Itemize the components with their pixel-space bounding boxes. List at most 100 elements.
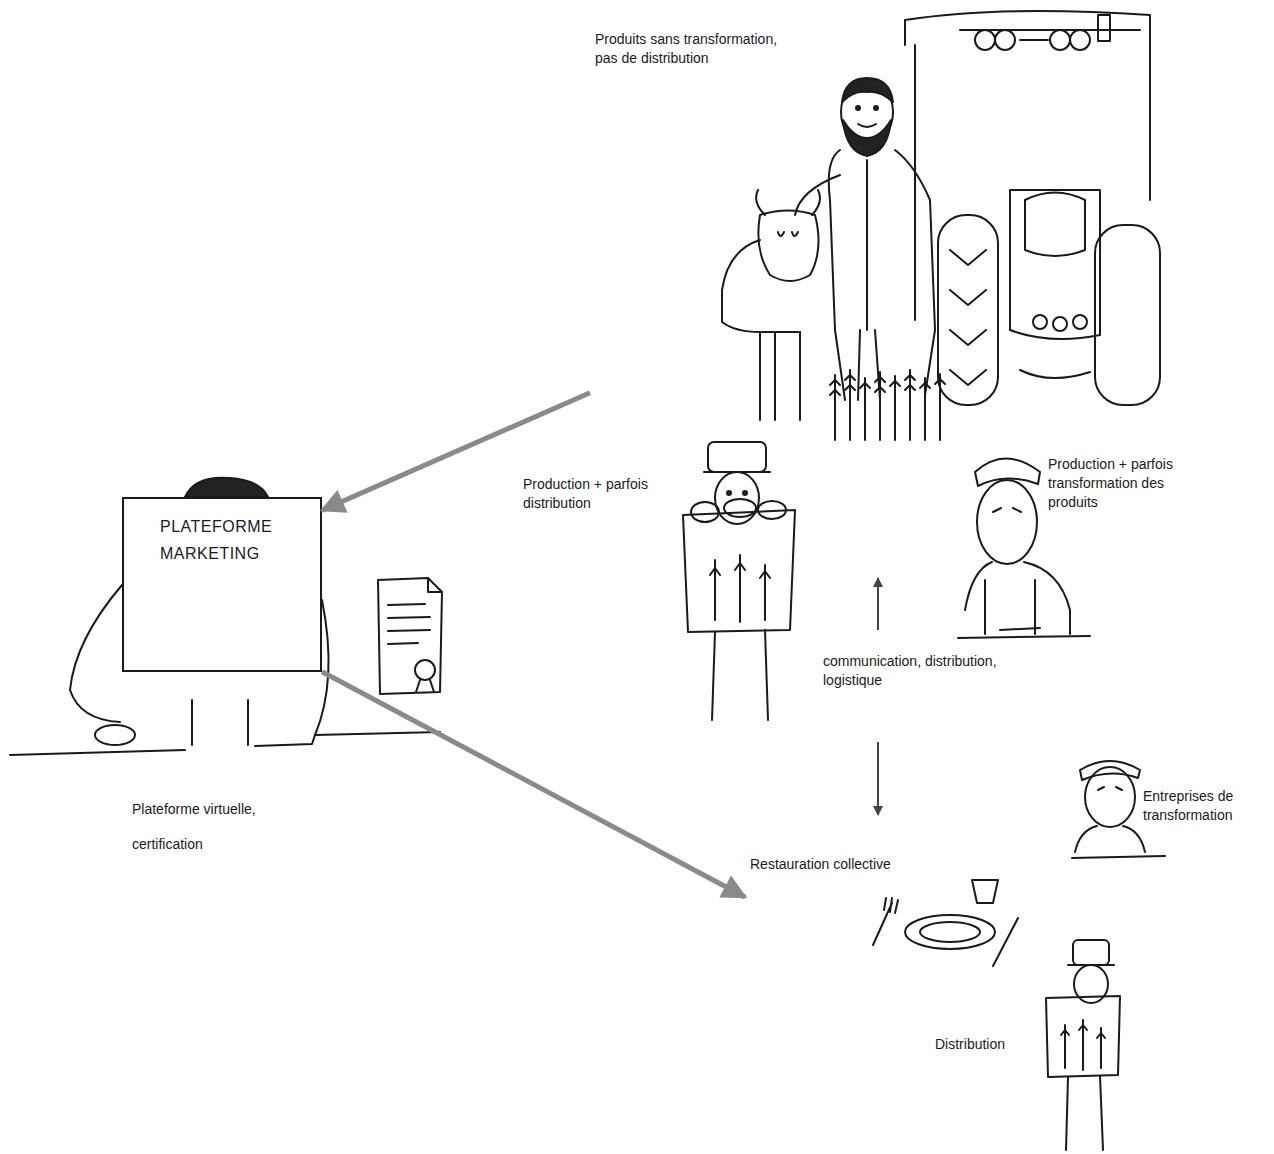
farmer-body (829, 150, 935, 400)
worker-head (1085, 767, 1135, 827)
farmer-eye (874, 106, 878, 110)
flow-arrow (322, 393, 590, 511)
producer-sketch (683, 442, 795, 720)
tractor-light (1050, 30, 1070, 50)
certificate-ribbon (416, 680, 434, 692)
node-label: PLATEFORME MARKETING (160, 513, 310, 567)
farmer-beard (843, 120, 891, 156)
wheat-print (1061, 1020, 1105, 1070)
cow-horns (756, 190, 820, 215)
certificate-lines (388, 604, 430, 644)
wheat-grains (830, 375, 945, 395)
cup (972, 880, 998, 903)
produce-box (683, 510, 795, 632)
computer-sketch (10, 478, 442, 755)
tractor-grille (1025, 193, 1085, 257)
producer-head (715, 472, 759, 524)
coat-line (866, 160, 868, 330)
tractor-exhaust (1098, 15, 1110, 41)
flow-arrow (877, 578, 879, 815)
node-label: Distribution (935, 1035, 1045, 1054)
wheel-tread (950, 250, 986, 385)
tractor-bolt (1053, 317, 1067, 331)
tractor-sketch (905, 11, 1160, 405)
fork (873, 898, 898, 945)
node-label: Production + parfois transformation des … (1048, 455, 1208, 512)
node-label: Entreprises de transformation (1143, 787, 1268, 825)
tractor-light (995, 30, 1015, 50)
tractor-frame (915, 45, 1150, 320)
tractor-wheel (1095, 225, 1160, 405)
certificate (378, 578, 442, 694)
worker-cap (1080, 761, 1140, 780)
farmer-hair (842, 78, 893, 102)
flow-arrow (322, 672, 745, 897)
illustration-group: Production + parfois distribution (520, 440, 820, 725)
distributor-hat (1073, 940, 1109, 965)
tractor-bolt (1073, 315, 1087, 329)
illustration-group: Entreprises de transformation (1065, 750, 1272, 865)
tractor-line (1020, 39, 1048, 41)
illustration-group: Production + parfois transformation des … (950, 440, 1220, 645)
worker-body (965, 562, 1070, 634)
vegetable (758, 501, 786, 519)
farmer-eye (856, 106, 860, 110)
monitor-screen: PLATEFORME MARKETINGPlateforme virtuelle… (122, 497, 322, 672)
plate (905, 915, 995, 949)
wheat-print (710, 555, 770, 622)
cow-sketch (722, 190, 820, 420)
illustration-group: Restauration collective (745, 815, 1000, 975)
certificate-fold (428, 578, 442, 592)
node-caption: Plateforme virtuelle, certification (132, 792, 282, 862)
produce-box (1046, 996, 1120, 1077)
producer-hat (708, 442, 766, 472)
distributor-legs (1066, 1076, 1103, 1150)
producer-eye (743, 491, 747, 495)
farmer-sketch (795, 78, 935, 400)
plate-inner (920, 922, 980, 942)
tractor-light (1070, 30, 1090, 50)
worker-head (977, 480, 1037, 564)
tractor-wheel (938, 215, 998, 405)
cow-nose (778, 232, 798, 236)
certificate-seal (415, 660, 435, 680)
computer-mouse (95, 725, 135, 745)
tractor-cab (905, 11, 1150, 45)
farmer-arm (795, 175, 840, 215)
tractor-body (1010, 190, 1100, 339)
producer-legs (712, 630, 768, 720)
illustration-group: Distribution (930, 935, 1125, 1150)
knife (1000, 628, 1040, 630)
vegetable (691, 502, 719, 522)
user-hair (185, 478, 268, 497)
illustration-group: Produits sans transformation, pas de dis… (590, 25, 1210, 445)
producer-eye (727, 491, 731, 495)
farmer-mouth (858, 124, 876, 127)
cow-legs (760, 332, 800, 420)
counter-line (1072, 856, 1165, 858)
counter-line (958, 636, 1090, 638)
vegetable (724, 499, 756, 517)
edge-label: communication, distribution, logistique (823, 652, 1008, 690)
distributor-sketch (1046, 940, 1120, 1150)
knife (993, 918, 1018, 966)
cow-head (758, 211, 818, 282)
user-arm (70, 585, 122, 722)
wheat-sketch (830, 370, 945, 440)
node-label: Production + parfois distribution (523, 475, 663, 513)
tractor-light (975, 30, 995, 50)
worker-body (1075, 826, 1145, 852)
wheat-stalks (835, 370, 940, 440)
worker-eyes (1098, 787, 1122, 790)
node-label: Produits sans transformation, pas de dis… (595, 30, 785, 68)
tractor-bolt (1033, 315, 1047, 329)
worker-apron (985, 580, 1035, 634)
node-label: Restauration collective (750, 855, 940, 874)
dining-sketch (873, 880, 1018, 966)
desk-line (10, 732, 440, 755)
monitor-stand (192, 700, 248, 745)
tractor-line (1020, 370, 1090, 378)
worker-cap (975, 459, 1040, 487)
